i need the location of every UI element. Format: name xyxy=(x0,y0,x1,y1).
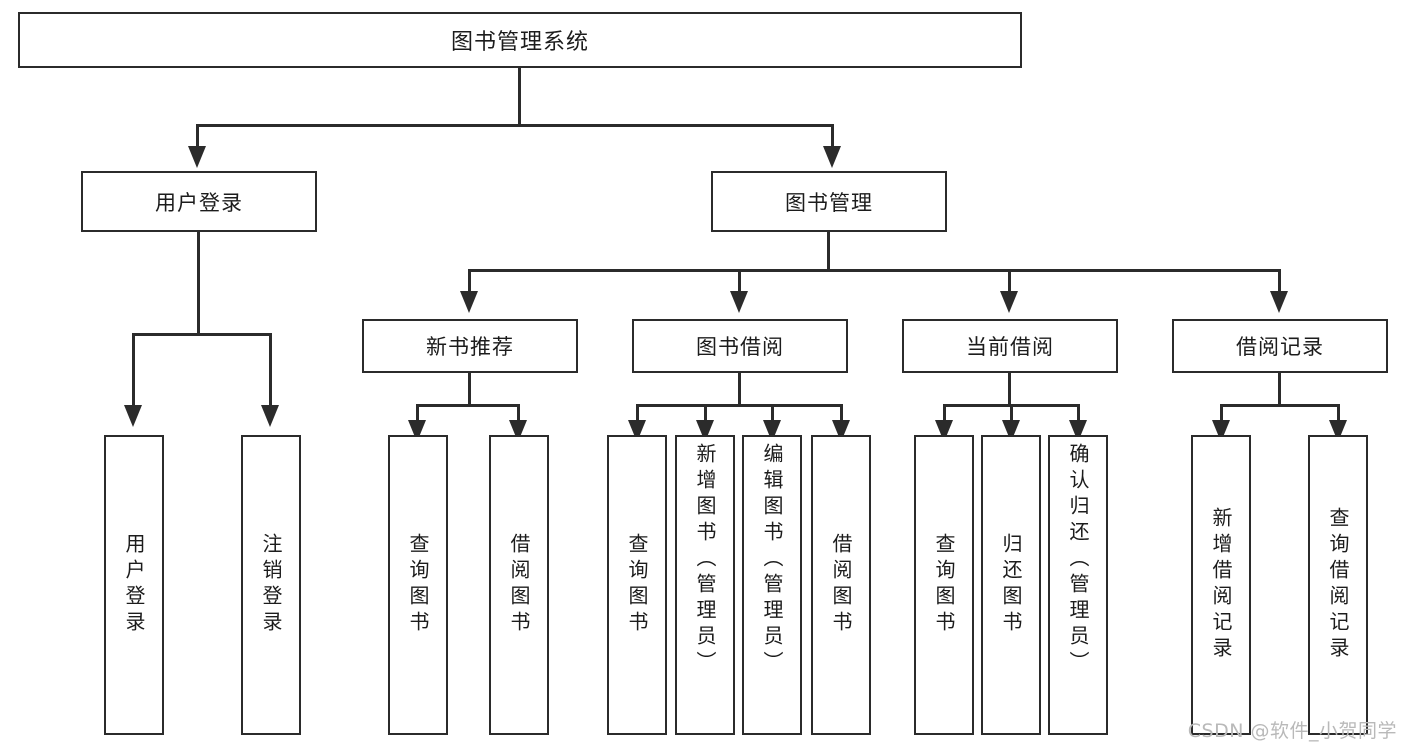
leaf-text-wrap: 查询借阅记录 xyxy=(1326,437,1350,733)
node-book-manage-label: 图书管理 xyxy=(785,190,873,215)
arrow-user-login-leaf-2-icon xyxy=(261,405,279,427)
connector-root-stem xyxy=(518,68,521,126)
leaf-current-borrow-query[interactable]: 查询图书 xyxy=(914,435,974,735)
arrow-root-to-book-manage-icon xyxy=(823,146,841,168)
node-user-login-label: 用户登录 xyxy=(155,190,243,215)
node-book-borrow-label: 图书借阅 xyxy=(696,335,784,359)
connector-cb-stem xyxy=(1008,373,1011,407)
leaf-book-borrow-edit[interactable]: 编辑图书（管理员） xyxy=(742,435,802,735)
connector-br-stem xyxy=(1278,373,1281,407)
leaf-current-borrow-query-label: 查询图书 xyxy=(932,533,956,637)
connector-book-manage-stem xyxy=(827,232,830,272)
node-new-book-recommend[interactable]: 新书推荐 xyxy=(362,319,578,373)
node-current-borrow[interactable]: 当前借阅 xyxy=(902,319,1118,373)
connector-cb-drop-1 xyxy=(943,404,946,422)
node-root-system[interactable]: 图书管理系统 xyxy=(18,12,1022,68)
leaf-book-borrow-query-label: 查询图书 xyxy=(625,533,649,637)
connector-bm-drop-1 xyxy=(468,269,471,293)
node-book-manage[interactable]: 图书管理 xyxy=(711,171,947,232)
leaf-text-wrap: 确认归还（管理员） xyxy=(1066,437,1090,739)
connector-bm-drop-2 xyxy=(738,269,741,293)
leaf-current-borrow-return[interactable]: 归还图书 xyxy=(981,435,1041,735)
leaf-text-wrap: 查询图书 xyxy=(625,437,649,733)
leaf-text-wrap: 注销登录 xyxy=(259,437,283,733)
connector-br-drop-2 xyxy=(1337,404,1340,422)
leaf-text-wrap: 借阅图书 xyxy=(507,437,531,733)
node-book-borrow[interactable]: 图书借阅 xyxy=(632,319,848,373)
connector-nbr-bus xyxy=(416,404,520,407)
leaf-new-book-query[interactable]: 查询图书 xyxy=(388,435,448,735)
node-root-system-label: 图书管理系统 xyxy=(450,30,589,55)
connector-user-login-drop-2 xyxy=(269,333,272,407)
leaf-text-wrap: 归还图书 xyxy=(999,437,1023,733)
watermark: CSDN @软件_小贺同学 xyxy=(1187,720,1397,742)
leaf-new-book-query-label: 查询图书 xyxy=(406,533,430,637)
leaf-user-login-login[interactable]: 用户登录 xyxy=(104,435,164,735)
leaf-user-login-logout-label: 注销登录 xyxy=(259,533,283,637)
arrow-bm-to-book-borrow-icon xyxy=(730,291,748,313)
leaf-user-login-logout[interactable]: 注销登录 xyxy=(241,435,301,735)
connector-cb-drop-2 xyxy=(1010,404,1013,422)
connector-nbr-drop-1 xyxy=(416,404,419,422)
connector-bb-drop-1 xyxy=(636,404,639,422)
leaf-current-borrow-return-label: 归还图书 xyxy=(999,533,1023,637)
connector-root-bus xyxy=(196,124,834,127)
connector-user-login-drop-1 xyxy=(132,333,135,407)
leaf-text-wrap: 新增借阅记录 xyxy=(1209,437,1233,733)
leaf-book-borrow-add-label: 新增图书（管理员） xyxy=(693,443,717,677)
connector-user-login-bus xyxy=(132,333,270,336)
leaf-new-book-borrow-label: 借阅图书 xyxy=(507,533,531,637)
connector-br-bus xyxy=(1220,404,1340,407)
leaf-book-borrow-query[interactable]: 查询图书 xyxy=(607,435,667,735)
arrow-bm-to-new-book-icon xyxy=(460,291,478,313)
connector-root-to-user-login xyxy=(196,124,199,148)
leaf-text-wrap: 借阅图书 xyxy=(829,437,853,733)
leaf-borrow-record-query-label: 查询借阅记录 xyxy=(1326,507,1350,663)
leaf-book-borrow-borrow[interactable]: 借阅图书 xyxy=(811,435,871,735)
node-borrow-record-label: 借阅记录 xyxy=(1236,335,1324,359)
connector-user-login-stem xyxy=(197,232,200,335)
node-current-borrow-label: 当前借阅 xyxy=(966,335,1054,359)
connector-nbr-drop-2 xyxy=(517,404,520,422)
arrow-bm-to-borrow-record-icon xyxy=(1270,291,1288,313)
leaf-text-wrap: 查询图书 xyxy=(932,437,956,733)
arrow-user-login-leaf-1-icon xyxy=(124,405,142,427)
leaf-user-login-login-label: 用户登录 xyxy=(122,533,146,637)
connector-nbr-stem xyxy=(468,373,471,407)
connector-bm-drop-3 xyxy=(1008,269,1011,293)
arrow-root-to-user-login-icon xyxy=(188,146,206,168)
leaf-current-borrow-confirm-label: 确认归还（管理员） xyxy=(1066,443,1090,677)
arrow-bm-to-current-borrow-icon xyxy=(1000,291,1018,313)
leaf-text-wrap: 新增图书（管理员） xyxy=(693,437,717,739)
node-user-login[interactable]: 用户登录 xyxy=(81,171,317,232)
connector-bb-stem xyxy=(738,373,741,407)
leaf-text-wrap: 查询图书 xyxy=(406,437,430,733)
leaf-book-borrow-borrow-label: 借阅图书 xyxy=(829,533,853,637)
connector-bb-drop-3 xyxy=(771,404,774,422)
connector-bm-drop-4 xyxy=(1278,269,1281,293)
leaf-borrow-record-add[interactable]: 新增借阅记录 xyxy=(1191,435,1251,735)
connector-bb-bus xyxy=(636,404,843,407)
connector-book-manage-bus xyxy=(468,269,1280,272)
leaf-text-wrap: 编辑图书（管理员） xyxy=(760,437,784,739)
connector-bb-drop-2 xyxy=(704,404,707,422)
node-borrow-record[interactable]: 借阅记录 xyxy=(1172,319,1388,373)
leaf-borrow-record-add-label: 新增借阅记录 xyxy=(1209,507,1233,663)
connector-cb-drop-3 xyxy=(1077,404,1080,422)
leaf-book-borrow-add[interactable]: 新增图书（管理员） xyxy=(675,435,735,735)
connector-root-to-book-manage xyxy=(831,124,834,148)
leaf-new-book-borrow[interactable]: 借阅图书 xyxy=(489,435,549,735)
leaf-borrow-record-query[interactable]: 查询借阅记录 xyxy=(1308,435,1368,735)
leaf-current-borrow-confirm[interactable]: 确认归还（管理员） xyxy=(1048,435,1108,735)
leaf-text-wrap: 用户登录 xyxy=(122,437,146,733)
connector-br-drop-1 xyxy=(1220,404,1223,422)
leaf-book-borrow-edit-label: 编辑图书（管理员） xyxy=(760,443,784,677)
connector-bb-drop-4 xyxy=(840,404,843,422)
node-new-book-recommend-label: 新书推荐 xyxy=(426,335,514,359)
